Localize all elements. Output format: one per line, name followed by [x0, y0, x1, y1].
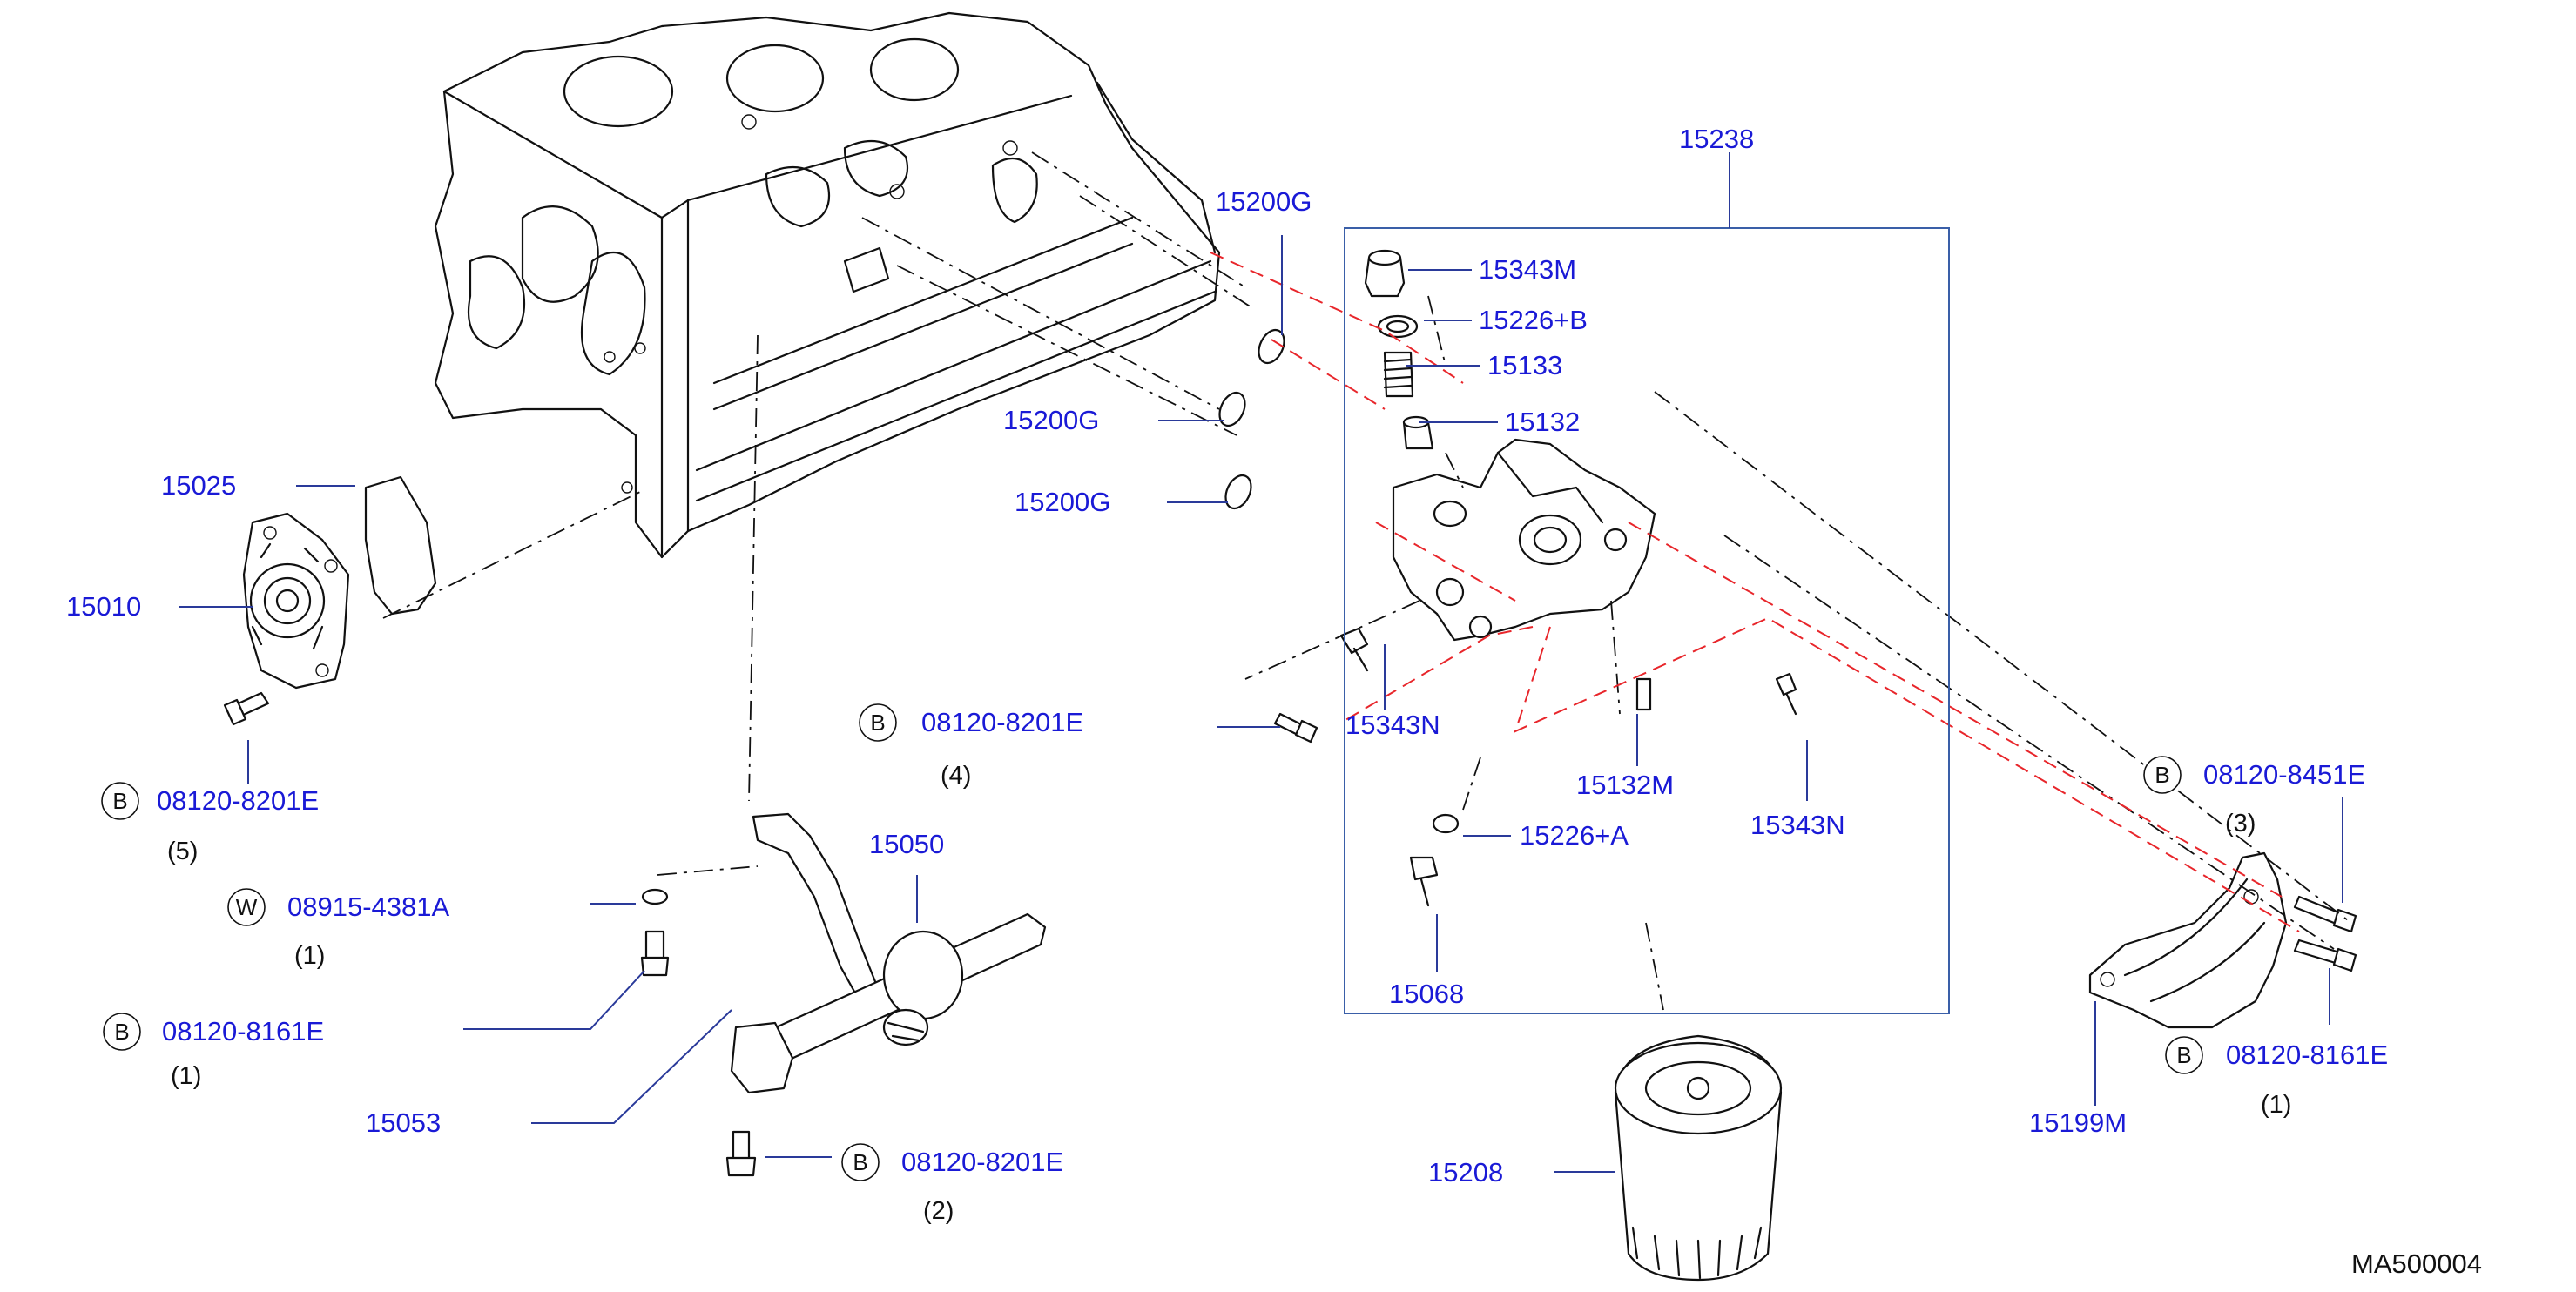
badge-b-pump-bolt: B: [112, 788, 127, 814]
badge-b-shield-bolt-lower: B: [2176, 1042, 2191, 1068]
filter-bracket-drawing: [1392, 438, 1656, 642]
label-15050: 15050: [869, 829, 944, 859]
label-15200G-top: 15200G: [1216, 186, 1312, 217]
label-bolt-08120-8201E-bracket: 08120-8201E: [921, 707, 1083, 737]
oil-pump-drawing: [242, 512, 350, 690]
label-15068: 15068: [1389, 979, 1464, 1009]
qty-bracket-bolt: (4): [941, 762, 971, 790]
label-bolt-08120-8161E-strainer: 08120-8161E: [162, 1016, 324, 1046]
o-rings-drawing: [1218, 328, 1285, 510]
badge-b-bracket-bolt: B: [870, 710, 885, 736]
label-15343M: 15343M: [1479, 254, 1576, 285]
label-15053: 15053: [366, 1107, 441, 1138]
bolts-drawing: [223, 691, 2357, 1177]
label-bolt-08120-8201E-pump: 08120-8201E: [157, 785, 319, 816]
diagram-code: MA500004: [2351, 1248, 2482, 1279]
oil-pump-gasket-drawing: [364, 475, 437, 616]
engine-block-drawing: [434, 11, 1221, 559]
assembly-lines: [382, 151, 2352, 1011]
label-15025: 15025: [161, 470, 236, 501]
badge-w-washer: W: [236, 894, 258, 920]
qty-shield-bolt-lower: (1): [2261, 1091, 2291, 1119]
qty-pump-bolt: (5): [167, 838, 198, 865]
label-bolt-08120-8201E-lower: 08120-8201E: [901, 1147, 1063, 1177]
label-15132: 15132: [1505, 407, 1580, 437]
label-15343N-right: 15343N: [1750, 810, 1845, 840]
label-washer-08915-4381A: 08915-4381A: [287, 892, 449, 922]
oil-filter-drawing: [1614, 1034, 1783, 1282]
oil-strainer-drawing: [730, 812, 1047, 1094]
label-15343N-left: 15343N: [1345, 710, 1440, 740]
label-bolt-08120-8451E: 08120-8451E: [2203, 759, 2365, 790]
qty-washer: (1): [294, 942, 325, 970]
badge-circles: [101, 703, 2203, 1181]
qty-lower-bolt: (2): [923, 1197, 954, 1225]
label-15010: 15010: [66, 591, 141, 622]
label-15226-A: 15226+A: [1520, 820, 1629, 851]
label-15226-B: 15226+B: [1479, 305, 1588, 335]
label-15133: 15133: [1487, 350, 1562, 380]
leader-lines: [179, 152, 2343, 1173]
label-15208: 15208: [1428, 1157, 1503, 1188]
filter-bracket-assembly-box: [1344, 227, 1950, 1014]
bracket-small-parts-drawing: [1339, 249, 1797, 907]
badge-b-lower-bolt: B: [853, 1149, 867, 1175]
label-15199M: 15199M: [2029, 1107, 2127, 1138]
label-15200G-mid: 15200G: [1003, 405, 1099, 435]
label-15132M: 15132M: [1576, 770, 1674, 800]
label-bolt-08120-8161E-shield: 08120-8161E: [2226, 1040, 2388, 1070]
badge-b-shield-bolt-upper: B: [2155, 762, 2169, 788]
qty-strainer-bolt: (1): [171, 1062, 201, 1090]
badge-b-strainer-bolt: B: [114, 1019, 129, 1045]
filter-shield-drawing: [2088, 851, 2288, 1029]
label-15200G-low: 15200G: [1015, 487, 1110, 517]
qty-shield-bolt-upper: (3): [2225, 810, 2256, 838]
label-15238: 15238: [1679, 124, 1754, 154]
